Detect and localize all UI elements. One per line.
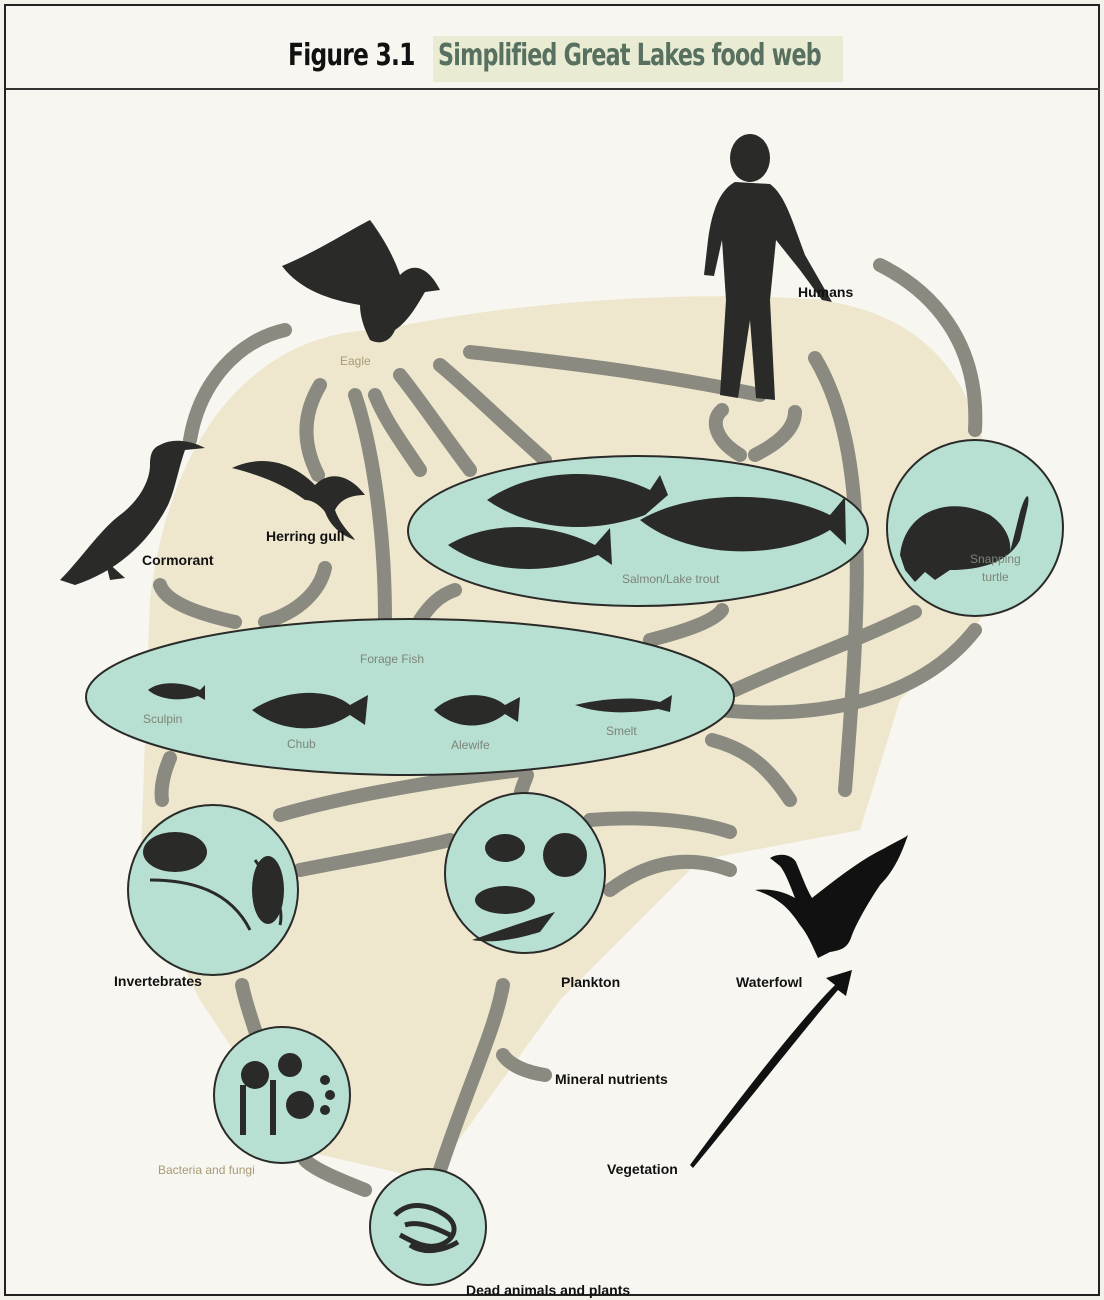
vegetation-label: Vegetation [607,1161,678,1177]
sculpin-label: Sculpin [143,712,182,726]
eagle-label: Eagle [340,354,371,368]
smelt-label: Smelt [606,724,637,738]
snapping-turtle-label-1: Snapping [970,552,1021,566]
waterfowl-silhouette [755,835,908,958]
herring-gull-label: Herring gull [266,528,345,544]
bacteria-fungi-label: Bacteria and fungi [158,1163,255,1177]
waterfowl-label: Waterfowl [736,974,802,990]
snapping-turtle-label-2: turtle [982,570,1009,584]
humans-label: Humans [798,284,853,300]
plankton-label: Plankton [561,974,620,990]
arrow-minerals-to-plankton [503,1055,545,1075]
forage-fish-label: Forage Fish [360,652,424,666]
dead-animals-plants-label: Dead animals and plants [466,1282,630,1298]
chub-label: Chub [287,737,316,751]
mineral-nutrients-label: Mineral nutrients [555,1071,668,1087]
invertebrates-label: Invertebrates [114,973,202,989]
arrow-dead-to-bacteria [305,1160,365,1190]
arrow-vegetation-to-waterfowl [690,970,852,1168]
alewife-label: Alewife [451,738,490,752]
salmon-trout-label: Salmon/Lake trout [622,572,719,586]
cormorant-label: Cormorant [142,552,214,568]
